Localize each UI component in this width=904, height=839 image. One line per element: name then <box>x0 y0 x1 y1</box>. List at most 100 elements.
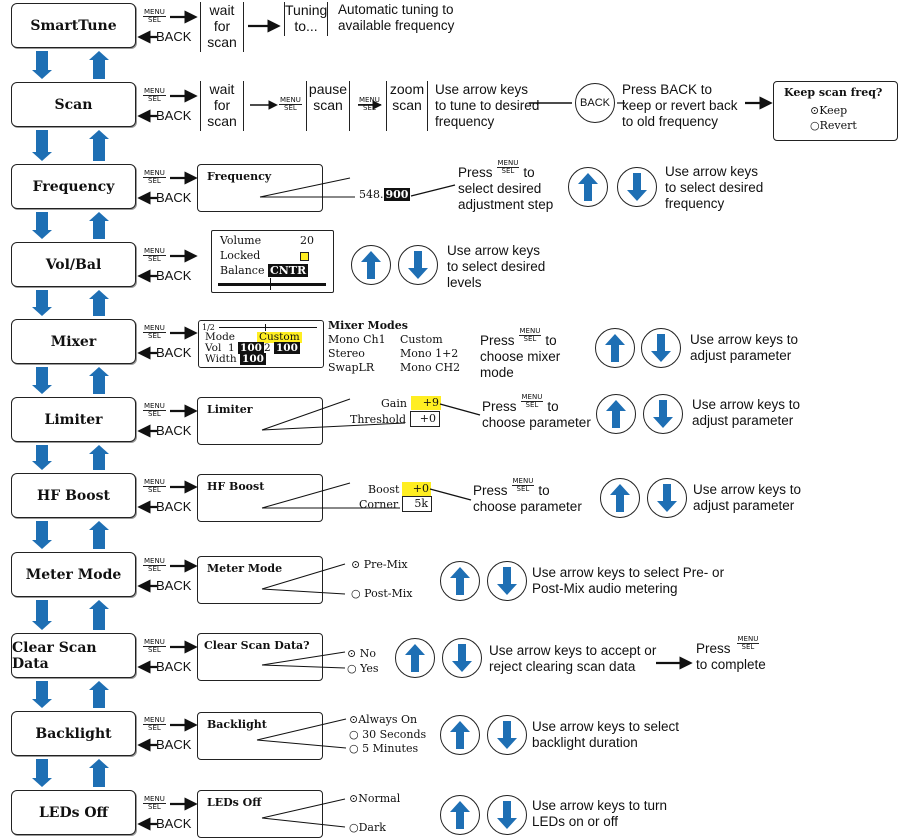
menu-smarttune[interactable]: SmartTune <box>11 3 136 48</box>
5-minutes-option[interactable]: ○ 5 Minutes <box>349 742 418 756</box>
up-arrow-icon <box>89 212 109 239</box>
menu-scan[interactable]: Scan <box>11 82 136 127</box>
hfboost-lcd: HF Boost <box>197 474 323 522</box>
page-indicator: 1/2 <box>202 323 215 332</box>
menu-clearscan[interactable]: Clear Scan Data <box>11 633 136 678</box>
up-arrow-icon <box>605 334 625 362</box>
zoom-scan-step: zoom scan <box>386 81 428 131</box>
ledsoff-arrow-description: Use arrow keys to turn LEDs on or off <box>532 798 667 830</box>
menu-limiter[interactable]: Limiter <box>11 397 136 442</box>
clearscan-arrow-description: Use arrow keys to accept or reject clear… <box>489 643 656 675</box>
dark-option[interactable]: ○Dark <box>349 821 386 835</box>
postmix-label: Post-Mix <box>364 587 413 600</box>
down-arrow-icon <box>32 445 52 470</box>
arrow-down-button[interactable] <box>643 394 683 434</box>
desc-line: reject clearing scan data <box>489 659 636 674</box>
balance-value: CNTR <box>267 264 309 277</box>
arrow-down-button[interactable] <box>487 715 527 755</box>
arrow-up-button[interactable] <box>596 394 636 434</box>
down-arrow-icon <box>32 521 52 549</box>
mixer-mode-item: Mono CH2 <box>400 361 461 374</box>
desc-line: to old frequency <box>622 114 719 129</box>
corner-value[interactable]: 5k <box>402 496 432 512</box>
menu-ledsoff[interactable]: LEDs Off <box>11 790 136 835</box>
menu-backlight-label: Backlight <box>35 725 112 742</box>
arrow-down-button[interactable] <box>442 638 482 678</box>
boost-value[interactable]: +0 <box>402 482 431 496</box>
metermode-arrow-description: Use arrow keys to select Pre- or Post-Mi… <box>532 565 724 597</box>
ch1-value: 100 <box>238 342 264 354</box>
back-label: BACK <box>156 190 192 205</box>
menu-mixer[interactable]: Mixer <box>11 319 136 364</box>
arrow-up-button[interactable] <box>351 245 391 285</box>
frequency-arrow-description: Use arrow keys to select desired frequen… <box>665 164 763 212</box>
back-label: BACK <box>156 816 192 831</box>
mixer-slider-line <box>219 327 317 328</box>
arrow-down-button[interactable] <box>647 478 687 518</box>
down-arrow-icon <box>452 644 472 672</box>
menu-hfboost[interactable]: HF Boost <box>11 473 136 518</box>
down-arrow-icon <box>408 251 428 279</box>
arrow-up-button[interactable] <box>595 328 635 368</box>
arrow-up-button[interactable] <box>395 638 435 678</box>
to-word: to <box>547 399 559 414</box>
revert-option[interactable]: ○Revert <box>810 119 857 132</box>
desc-line: Use arrow keys to <box>690 332 799 347</box>
arrow-down-button[interactable] <box>398 245 438 285</box>
step-line: wait <box>209 2 235 18</box>
back-description: Press BACK to keep or revert back to old… <box>622 82 738 130</box>
down-arrow-icon <box>32 51 52 79</box>
back-button[interactable]: BACK <box>575 83 615 123</box>
postmix-option[interactable]: ○ Post-Mix <box>351 587 412 601</box>
radio-empty-icon: ○ <box>351 587 365 600</box>
no-option[interactable]: ⊙ No <box>347 647 376 661</box>
premix-option[interactable]: ⊙ Pre-Mix <box>351 558 408 572</box>
menu-frequency[interactable]: Frequency <box>11 164 136 209</box>
30-seconds-option[interactable]: ○ 30 Seconds <box>349 728 426 742</box>
menu-smarttune-label: SmartTune <box>30 17 117 34</box>
gain-value[interactable]: +9 <box>411 396 441 410</box>
mixer-arrow-description: Use arrow keys to adjust parameter <box>690 332 798 364</box>
always-on-option[interactable]: ⊙Always On <box>349 713 417 727</box>
arrow-up-button[interactable] <box>568 167 608 207</box>
clearscan-lcd: Clear Scan Data? <box>197 633 323 681</box>
up-arrow-icon <box>89 600 109 630</box>
menu-clearscan-label: Clear Scan Data <box>12 639 97 672</box>
yes-option[interactable]: ○ Yes <box>347 662 379 676</box>
down-arrow-icon <box>497 721 517 749</box>
keep-option[interactable]: ⊙Keep <box>810 104 847 117</box>
to-word: to <box>545 333 557 348</box>
lcd-title: Meter Mode <box>207 562 283 575</box>
corner-label: Corner <box>359 498 399 511</box>
threshold-value[interactable]: +0 <box>410 411 440 427</box>
arrow-up-button[interactable] <box>600 478 640 518</box>
step-line: pause <box>308 81 348 97</box>
menu-backlight[interactable]: Backlight <box>11 711 136 756</box>
backlight-arrow-description: Use arrow keys to select backlight durat… <box>532 719 679 751</box>
up-arrow-icon <box>578 173 598 201</box>
volume-value: 20 <box>300 234 314 247</box>
press-word: Press <box>458 165 493 180</box>
arrow-up-button[interactable] <box>440 795 480 835</box>
arrow-up-button[interactable] <box>440 715 480 755</box>
arrow-down-button[interactable] <box>641 328 681 368</box>
arrow-up-button[interactable] <box>440 561 480 601</box>
menu-volbal[interactable]: Vol/Bal <box>11 242 136 287</box>
to-word: to <box>523 165 535 180</box>
press-word: Press <box>480 333 515 348</box>
up-arrow-icon <box>89 130 109 161</box>
mode-label: Mode <box>205 331 236 343</box>
back-label: BACK <box>156 29 192 44</box>
normal-option[interactable]: ⊙Normal <box>349 792 400 806</box>
ch2-label: 2 <box>263 342 271 354</box>
arrow-down-button[interactable] <box>487 795 527 835</box>
desc-line: Use arrow keys to <box>692 397 801 412</box>
menu-metermode[interactable]: Meter Mode <box>11 552 136 597</box>
arrow-down-button[interactable] <box>487 561 527 601</box>
arrow-down-button[interactable] <box>617 167 657 207</box>
